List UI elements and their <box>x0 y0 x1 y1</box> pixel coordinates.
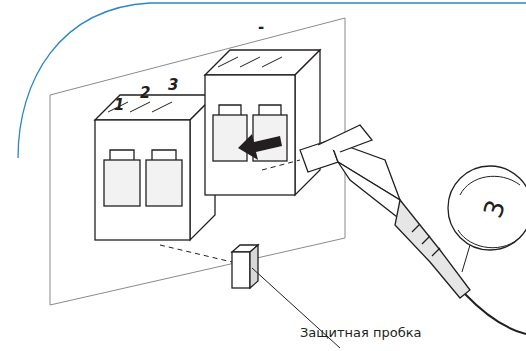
guide-line <box>262 160 300 170</box>
protective-plug <box>232 245 258 288</box>
port-number: 1 <box>114 98 124 113</box>
insert-arrow <box>238 134 282 160</box>
leader-line <box>462 245 470 272</box>
guide-line <box>160 245 232 262</box>
port-number: 2 <box>140 86 150 101</box>
adapter-left <box>95 95 215 240</box>
adapter-right <box>205 50 320 195</box>
magnifier-circle <box>448 166 526 250</box>
cable-detail <box>460 176 520 195</box>
cable-detail <box>458 230 522 248</box>
port-number: - <box>258 20 264 35</box>
part-name: Защитная пробка <box>300 326 422 339</box>
port-number: 3 <box>168 78 178 93</box>
panel-plate <box>50 18 345 305</box>
